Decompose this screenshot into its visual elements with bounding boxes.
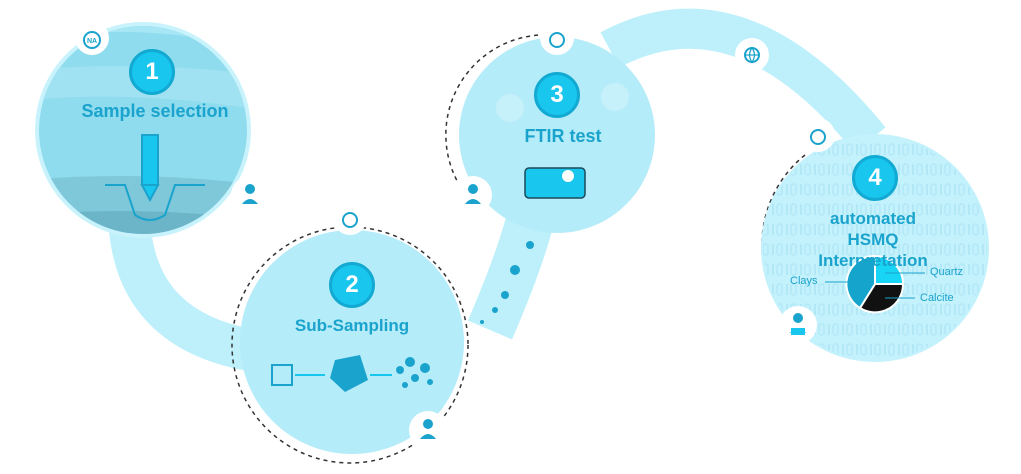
pie-label-quartz: Quartz	[930, 266, 964, 278]
timer-icon-2	[342, 212, 358, 228]
na-badge-text: NA	[87, 38, 97, 45]
pie-label-calcite: Calcite	[920, 292, 954, 304]
connector-2-3	[467, 213, 554, 340]
pie-slice-quartz	[874, 254, 905, 285]
step-1-title: Sample selection	[81, 101, 229, 121]
pie-chart	[845, 254, 905, 314]
step-2-circle	[231, 226, 469, 464]
connector-3-4	[600, 8, 886, 153]
connector-1-2	[109, 227, 255, 371]
pie-label-clays: Clays	[790, 275, 818, 287]
particles	[480, 241, 534, 324]
step-4-title: automated HSMQ Interpretation	[818, 209, 928, 270]
binary-pattern	[763, 136, 987, 360]
step-1-number: 1	[129, 49, 175, 95]
step-2-title: Sub-Sampling	[294, 316, 410, 335]
person-icons	[242, 184, 806, 439]
step-4-circle	[761, 134, 989, 362]
step-4-number: 4	[852, 155, 898, 201]
timer-icon-4	[810, 129, 826, 145]
step-3-title: FTIR test	[524, 126, 602, 146]
timer-icon-3	[549, 32, 565, 48]
step-2-number: 2	[329, 262, 375, 308]
step-3-circle	[445, 34, 655, 233]
step-3-number: 3	[534, 72, 580, 118]
timer-icon-1	[83, 31, 101, 49]
pie-slice-clays	[845, 254, 876, 310]
